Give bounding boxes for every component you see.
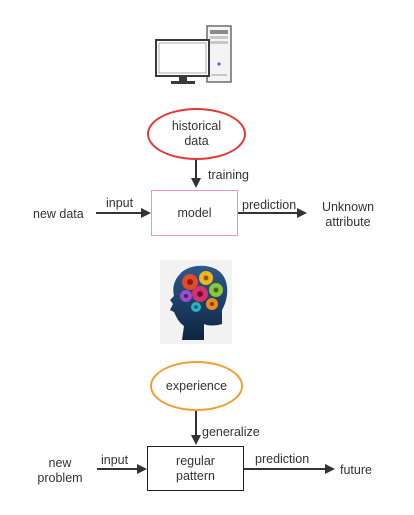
bottom-prediction-label: prediction <box>255 452 310 466</box>
top-input-label: input <box>106 196 134 210</box>
new-problem-line1: new <box>48 456 72 470</box>
regular-pattern-line2: pattern <box>176 468 215 483</box>
brain-gears-icon <box>160 260 232 344</box>
computer-icon <box>155 24 235 86</box>
historical-data-line2: data <box>184 134 209 148</box>
regular-pattern-box: regular pattern <box>147 446 244 491</box>
training-label: training <box>208 168 249 182</box>
top-prediction-label: prediction <box>242 198 297 212</box>
new-problem-line2: problem <box>37 471 83 485</box>
experience-label: experience <box>165 378 228 393</box>
new-problem-label: new problem <box>26 456 94 486</box>
unknown-attribute-line2: attribute <box>325 215 371 229</box>
regular-pattern-line1: regular <box>176 453 215 468</box>
unknown-attribute-line1: Unknown <box>321 200 375 214</box>
historical-data-line1: historical <box>171 119 222 133</box>
model-label: model <box>177 205 212 220</box>
experience-ellipse: experience <box>150 361 243 411</box>
future-label: future <box>340 463 372 477</box>
model-box: model <box>151 190 238 236</box>
historical-data-ellipse: historical data <box>147 108 246 160</box>
bottom-input-label: input <box>101 453 129 467</box>
generalize-label: generalize <box>202 425 260 439</box>
new-data-label: new data <box>33 207 84 221</box>
unknown-attribute-label: Unknown attribute <box>314 200 382 230</box>
